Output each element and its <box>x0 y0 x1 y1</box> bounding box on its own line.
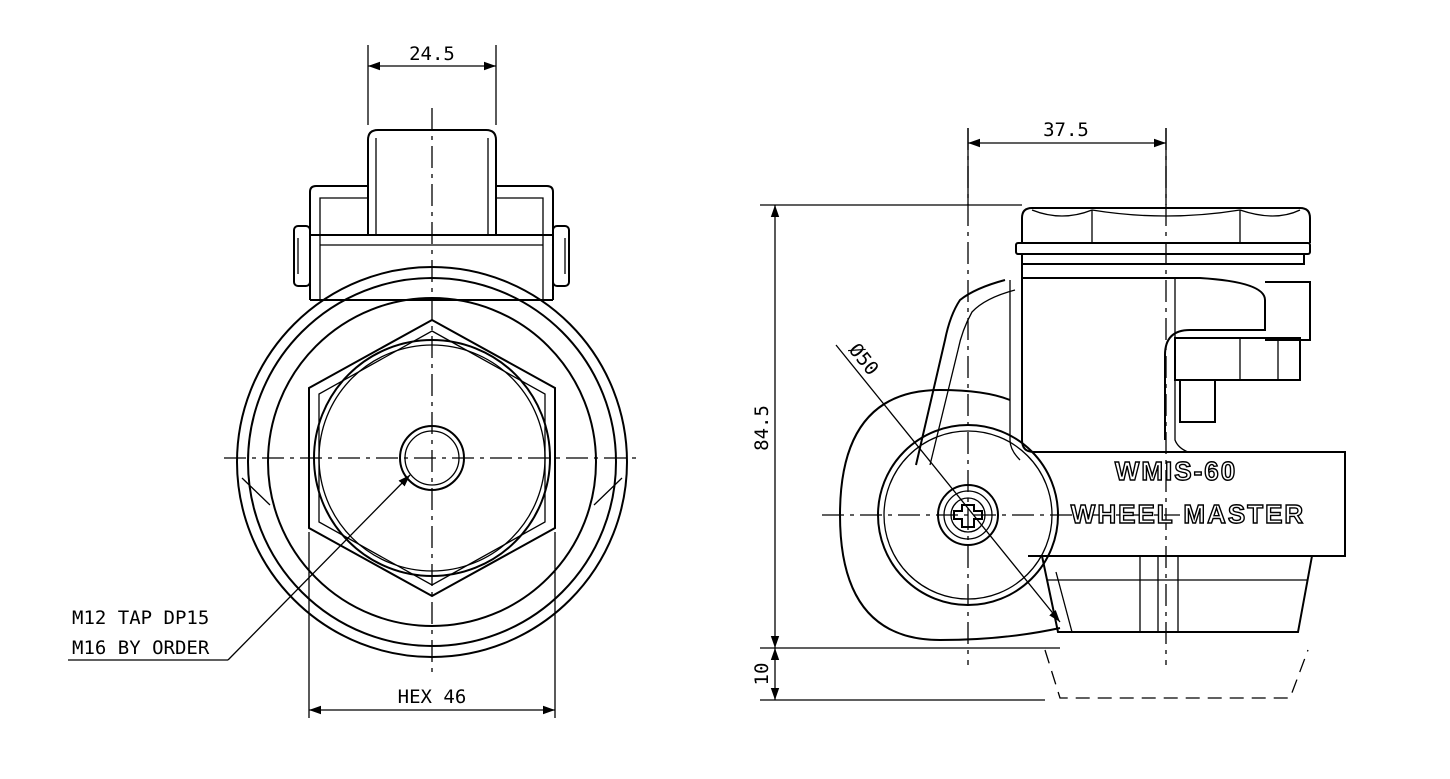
side-hex-nut <box>1015 207 1311 265</box>
dim-height-label: 84.5 <box>751 405 773 451</box>
brand-model: WMIS-60 <box>1115 456 1237 486</box>
tap-note-line1: M12 TAP DP15 <box>72 607 209 629</box>
brand-name: WHEEL MASTER <box>1071 499 1305 529</box>
dim-offset-label: 37.5 <box>1043 119 1089 141</box>
dim-pad-label: 10 <box>751 663 773 686</box>
dim-hex: HEX 46 <box>308 532 556 718</box>
dim-offset: 37.5 <box>967 119 1167 205</box>
side-leveling-pad <box>1041 555 1313 699</box>
tap-note: M12 TAP DP15 M16 BY ORDER <box>68 474 411 661</box>
side-view: WMIS-60 WHEEL MASTER 37.5 84.5 10 Ø50 <box>751 119 1346 701</box>
front-top-block <box>367 129 497 235</box>
dim-top-width: 24.5 <box>367 43 497 125</box>
dim-pad: 10 <box>751 648 1045 701</box>
front-view: 24.5 HEX 46 M12 TAP DP15 M16 BY ORDER <box>68 43 640 718</box>
dim-height: 84.5 <box>751 204 1060 649</box>
dim-hex-label: HEX 46 <box>398 686 467 708</box>
dim-wheel-diameter-label: Ø50 <box>844 339 883 380</box>
dim-top-width-label: 24.5 <box>409 43 455 65</box>
tap-note-line2: M16 BY ORDER <box>72 637 210 659</box>
dim-wheel-diameter: Ø50 <box>835 339 1061 623</box>
side-bracket <box>915 264 1346 557</box>
